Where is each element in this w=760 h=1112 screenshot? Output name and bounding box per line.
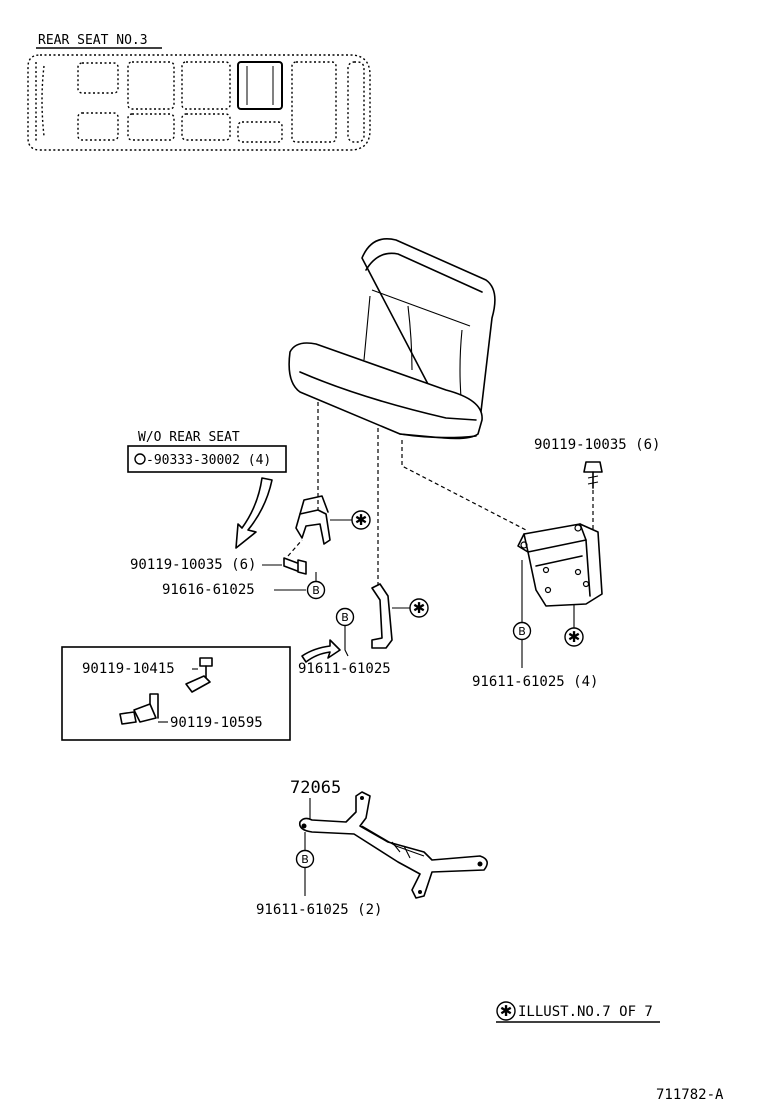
left-bracket <box>295 495 331 545</box>
b-marker-letter: B <box>518 625 526 638</box>
without-seat-part: -90333-30002 (4) <box>146 453 271 468</box>
seat-frame <box>298 791 488 899</box>
bolt-icon <box>283 539 307 575</box>
header-title: REAR SEAT NO.3 <box>38 33 148 48</box>
plug-icon <box>134 453 146 465</box>
b-marker-icon <box>335 607 355 627</box>
inset-box <box>61 646 291 741</box>
star-marker-glyph: ✱ <box>568 628 581 646</box>
star-marker-glyph: ✱ <box>413 599 426 617</box>
star-marker-icon <box>496 1001 516 1021</box>
b-marker-letter: B <box>341 611 349 624</box>
without-seat-label: W/O REAR SEAT <box>138 430 240 445</box>
label-bolt-right: 90119-10035 (6) <box>534 437 660 453</box>
figure-id: 711782-A <box>656 1087 724 1103</box>
label-bolt-b-right: 91611-61025 (4) <box>472 674 598 690</box>
rear-seat-illustration <box>288 238 496 440</box>
arrow-icon <box>301 639 341 663</box>
curved-arrow-icon <box>235 477 273 549</box>
star-marker-icon <box>564 627 584 647</box>
star-marker-icon <box>409 598 429 618</box>
label-frame-number: 72065 <box>290 778 341 798</box>
center-bracket <box>371 583 393 649</box>
bolt-icon <box>583 461 603 489</box>
b-marker-icon <box>512 621 532 641</box>
inset-bolt-icon <box>119 693 159 725</box>
vehicle-overview <box>27 54 371 151</box>
label-inset-bolt-top: 90119-10415 <box>82 661 175 677</box>
star-marker-glyph: ✱ <box>500 1002 513 1020</box>
b-marker-icon <box>295 849 315 869</box>
highlighted-seat-no3 <box>237 61 283 110</box>
b-marker-letter: B <box>301 853 309 866</box>
b-marker-letter: B <box>312 584 320 597</box>
inset-bolt-icon <box>185 657 213 693</box>
star-marker-icon <box>351 510 371 530</box>
label-frame-bolt: 91611-61025 (2) <box>256 902 382 918</box>
without-seat-box <box>127 445 287 473</box>
label-bolt-b-center: 91611-61025 <box>298 661 391 677</box>
label-inset-bolt-bottom: 90119-10595 <box>170 715 263 731</box>
right-bracket <box>517 523 603 607</box>
label-bolt-b-left: 91616-61025 <box>162 582 255 598</box>
illust-reference: ILLUST.NO.7 OF 7 <box>518 1004 653 1020</box>
star-marker-glyph: ✱ <box>355 511 368 529</box>
label-bolt-left: 90119-10035 (6) <box>130 557 256 573</box>
leader-line <box>401 440 527 531</box>
